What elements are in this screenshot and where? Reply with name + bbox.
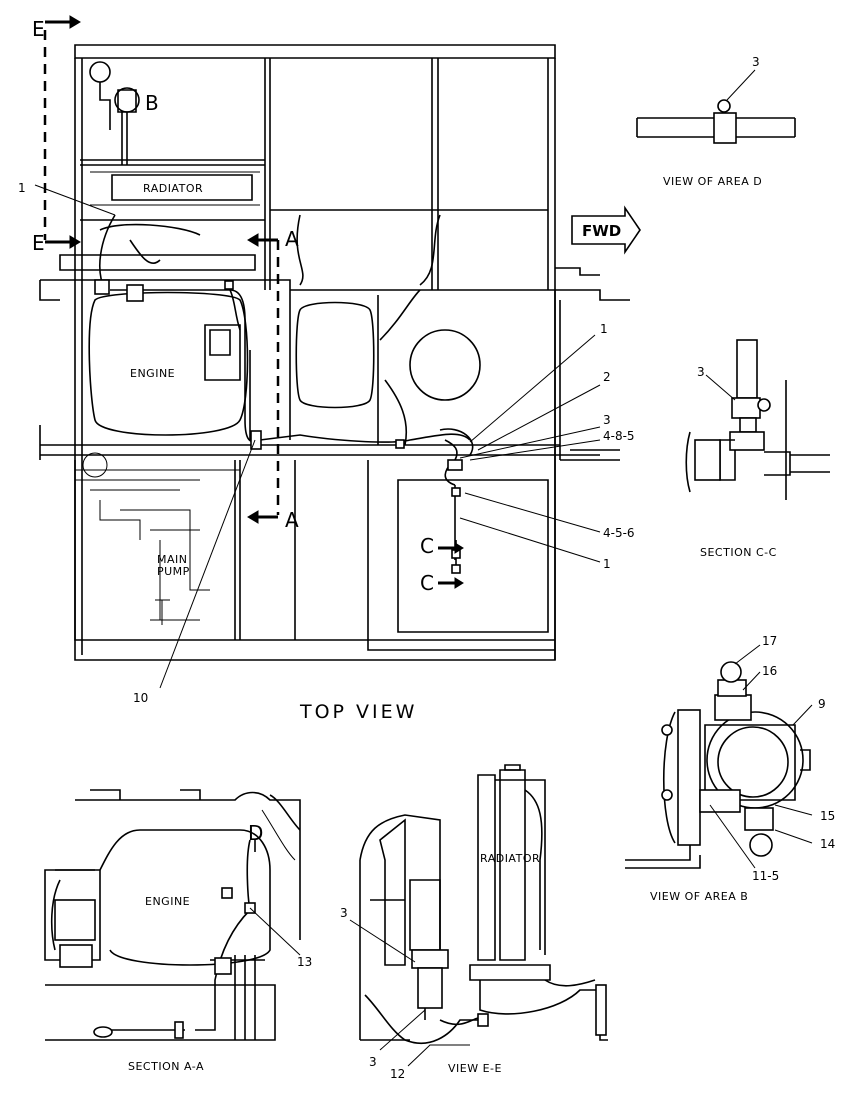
callout-3-top: 3 [603,413,611,427]
callout-1-left: 1 [18,181,26,195]
view-ee-title: VIEW E-E [448,1062,502,1075]
callout-16: 16 [762,664,777,678]
fwd-label: FWD [582,222,621,240]
callout-17: 17 [762,634,777,648]
callout-9: 9 [818,697,826,711]
callout-3-area-d: 3 [752,55,760,69]
section-marker-c-bottom: C [420,571,434,595]
top-view-drawing [39,44,630,661]
section-marker-a-top: A [285,227,299,251]
view-area-d-title: VIEW OF AREA D [663,175,762,188]
view-area-d-drawing [636,69,796,144]
section-marker-e-top: E [32,17,45,41]
area-marker-b: B [145,91,159,115]
callout-12: 12 [390,1067,405,1081]
callout-1-right-bottom: 1 [603,557,611,571]
callout-10: 10 [133,691,148,705]
main-pump-label-1: MAIN [157,553,188,566]
section-cc-title: SECTION C-C [700,546,777,559]
section-marker-c-top: C [420,534,434,558]
area-marker-d: D [248,821,263,845]
engine-label-aa: ENGINE [145,895,190,908]
section-aa-drawing [44,789,301,1041]
callout-1-right-top: 1 [600,322,608,336]
view-ee-drawing [349,764,608,1067]
callout-3-ee-bottom: 3 [369,1055,377,1069]
engine-label-top: ENGINE [130,367,175,380]
main-pump-label-2: PUMP [157,565,190,578]
section-marker-e-bottom: E [32,231,45,255]
callout-11-5: 11-5 [752,869,779,883]
callout-4-5-6: 4-5-6 [603,526,635,540]
view-area-b-title: VIEW OF AREA B [650,890,748,903]
leader-lines-top [34,184,601,689]
callout-14: 14 [820,837,835,851]
callout-13: 13 [297,955,312,969]
section-cut-lines [43,15,464,589]
radiator-label-ee: RADIATOR [480,852,540,865]
callout-4-8-5: 4-8-5 [603,429,635,443]
fwd-arrow [571,205,641,255]
callout-2: 2 [603,370,611,384]
section-aa-title: SECTION A-A [128,1060,204,1073]
callout-15: 15 [820,809,835,823]
section-cc-drawing [685,339,830,500]
top-view-title: TOP VIEW [299,701,417,723]
callout-3-section-cc: 3 [697,365,705,379]
view-area-b-drawing [625,644,813,869]
radiator-label-top: RADIATOR [143,182,203,195]
callout-3-ee-top: 3 [340,906,348,920]
section-marker-a-bottom: A [285,508,299,532]
